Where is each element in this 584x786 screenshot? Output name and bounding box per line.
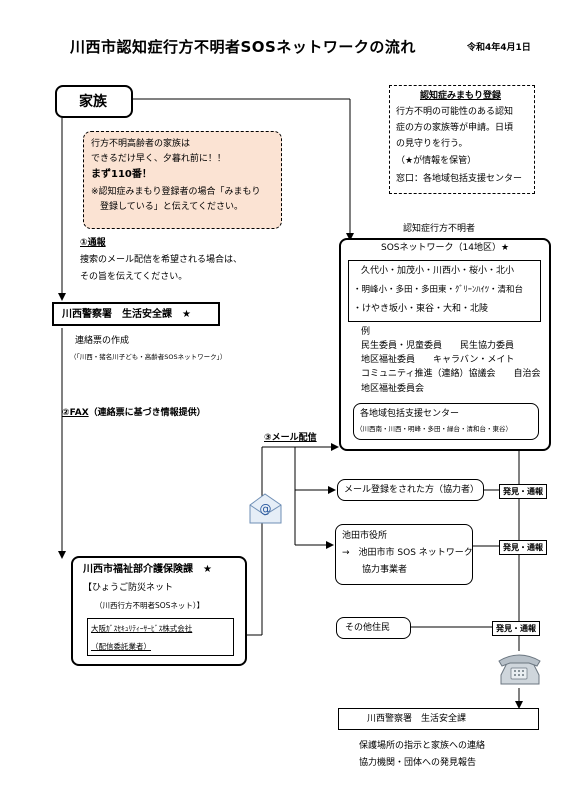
final-line-2: 協力機関・団体への発見報告 — [359, 758, 477, 768]
ikeda-line-2: 協力事業者 — [362, 565, 408, 575]
mail-icon: @ — [248, 491, 283, 525]
family-label: 家族 — [79, 94, 107, 110]
page-title: 川西市認知症行方不明者SOSネットワークの流れ — [70, 38, 416, 56]
example-line-4: 地区福祉委員会 — [361, 384, 425, 394]
svg-text:@: @ — [260, 502, 272, 516]
final-police-box: 川西警察署 生活安全課 — [338, 708, 539, 730]
ikeda-title: 池田市役所 — [342, 531, 388, 541]
registration-line-1: 行方不明の可能性のある認知 — [396, 107, 514, 117]
police-box: 川西警察署 生活安全課 ★ — [52, 302, 220, 326]
step2-row: ②FAX（連絡票に基づき情報提供） — [62, 406, 206, 420]
support-center-list: （川西南・川西・明峰・多田・緑台・清和台・東谷） — [356, 425, 512, 433]
example-line-1: 民生委員・児童委員 民生協力委員 — [361, 341, 515, 351]
step2-desc: （連絡票に基づき情報提供） — [88, 408, 206, 418]
company-name: 大阪ｶﾞｽｾｷｭﾘﾃｨｰｻｰﾋﾞｽ株式会社 — [91, 624, 193, 633]
example-line-2: 地区福祉委員 キャラバン・メイト — [361, 355, 515, 365]
telephone-icon — [497, 651, 542, 688]
advice-line-5: 登録している」と伝えてください。 — [91, 202, 244, 212]
registration-line-2: 症の方の家族等が申請。日頃 — [396, 123, 514, 133]
police-note-1: 連絡票の作成 — [75, 336, 130, 346]
registration-line-5: 窓口：各地域包括支援センター — [396, 174, 523, 184]
advice-line-1: 行方不明高齢者の家族は — [91, 139, 191, 149]
step3-label: ③メール配信 — [264, 433, 317, 443]
step2-label: ②FAX — [62, 408, 89, 418]
example-line-3: コミュニティ推進（連絡）協議会 自治会 — [361, 369, 541, 379]
advice-line-2: できるだけ早く、夕暮れ前に！！ — [91, 154, 226, 164]
district-line-1: 久代小・加茂小・川西小・桜小・北小 — [361, 266, 515, 276]
network-title-1: 認知症行方不明者 — [403, 224, 476, 234]
registration-line-4: （★が情報を保管） — [396, 156, 477, 166]
family-advice-box: 行方不明高齢者の家族は できるだけ早く、夕暮れ前に！！ まず110番！ ※認知症… — [83, 131, 282, 229]
final-line-1: 保護場所の指示と家族への連絡 — [359, 741, 486, 751]
step1-desc-1: 捜索のメール配信を希望される場合は、 — [80, 255, 243, 265]
ikeda-line-1: → 池田市市 SOS ネットワーク — [342, 548, 473, 558]
ikeda-city-box: 池田市役所 → 池田市市 SOS ネットワーク 協力事業者 — [335, 524, 473, 585]
registration-note: 認知症みまもり登録 行方不明の可能性のある認知 症の方の家族等が申請。日頃 の見… — [389, 85, 535, 194]
final-police-label: 川西警察署 生活安全課 — [367, 714, 467, 724]
districts-box: 久代小・加茂小・川西小・桜小・北小 ・明峰小・多田・多田東・ｸﾞﾘｰﾝﾊｲﾂ・清… — [348, 260, 541, 322]
sos-network-box: SOSネットワーク（14地区）★ 久代小・加茂小・川西小・桜小・北小 ・明峰小・… — [339, 238, 551, 451]
step1-desc-2: その旨を伝えてください。 — [80, 272, 188, 282]
mail-registered-box: メール登録をされた方（協力者） — [337, 479, 484, 501]
support-center-title: 各地域包括支援センター — [360, 409, 460, 419]
example-label: 例 — [361, 327, 371, 337]
found-report-badge-1: 発見・通報 — [499, 484, 547, 499]
found-report-badge-2: 発見・通報 — [499, 540, 547, 555]
advice-line-4: ※認知症みまもり登録者の場合「みまもり — [91, 187, 261, 197]
company-note: （配信委託業者） — [91, 642, 151, 651]
welfare-title: 川西市福祉部介護保険課 ★ — [83, 564, 212, 575]
district-line-2: ・明峰小・多田・多田東・ｸﾞﾘｰﾝﾊｲﾂ・清和台 — [353, 285, 524, 295]
delivery-company-box: 大阪ｶﾞｽｾｷｭﾘﾃｨｰｻｰﾋﾞｽ株式会社 （配信委託業者） — [87, 618, 234, 656]
advice-line-3: まず110番！ — [91, 169, 152, 180]
police-note-2: （「川西・猪名川子ども・高齢者SOSネットワーク」） — [70, 353, 227, 361]
network-title-2: SOSネットワーク（14地区）★ — [381, 243, 510, 253]
welfare-line-1: 【ひょうご防災ネット — [83, 583, 174, 593]
issue-date: 令和4年4月1日 — [467, 43, 531, 53]
support-center-box: 各地域包括支援センター （川西南・川西・明峰・多田・緑台・清和台・東谷） — [353, 403, 539, 440]
found-report-badge-3: 発見・通報 — [492, 621, 540, 636]
welfare-dept-box: 川西市福祉部介護保険課 ★ 【ひょうご防災ネット （川西行方不明者SOSネット）… — [71, 556, 247, 666]
family-box: 家族 — [55, 85, 133, 118]
district-line-3: ・けやき坂小・東谷・大和・北陵 — [353, 304, 489, 314]
mail-registered-label: メール登録をされた方（協力者） — [344, 485, 480, 495]
police-label: 川西警察署 生活安全課 ★ — [62, 309, 191, 320]
registration-line-3: の見守りを行う。 — [396, 139, 468, 149]
step1-label: ①通報 — [80, 238, 106, 248]
other-residents-label: その他住民 — [345, 623, 391, 633]
other-residents-box: その他住民 — [336, 617, 411, 639]
welfare-line-2: （川西行方不明者SOSネット）】 — [95, 601, 205, 610]
registration-heading: 認知症みまもり登録 — [420, 91, 502, 101]
